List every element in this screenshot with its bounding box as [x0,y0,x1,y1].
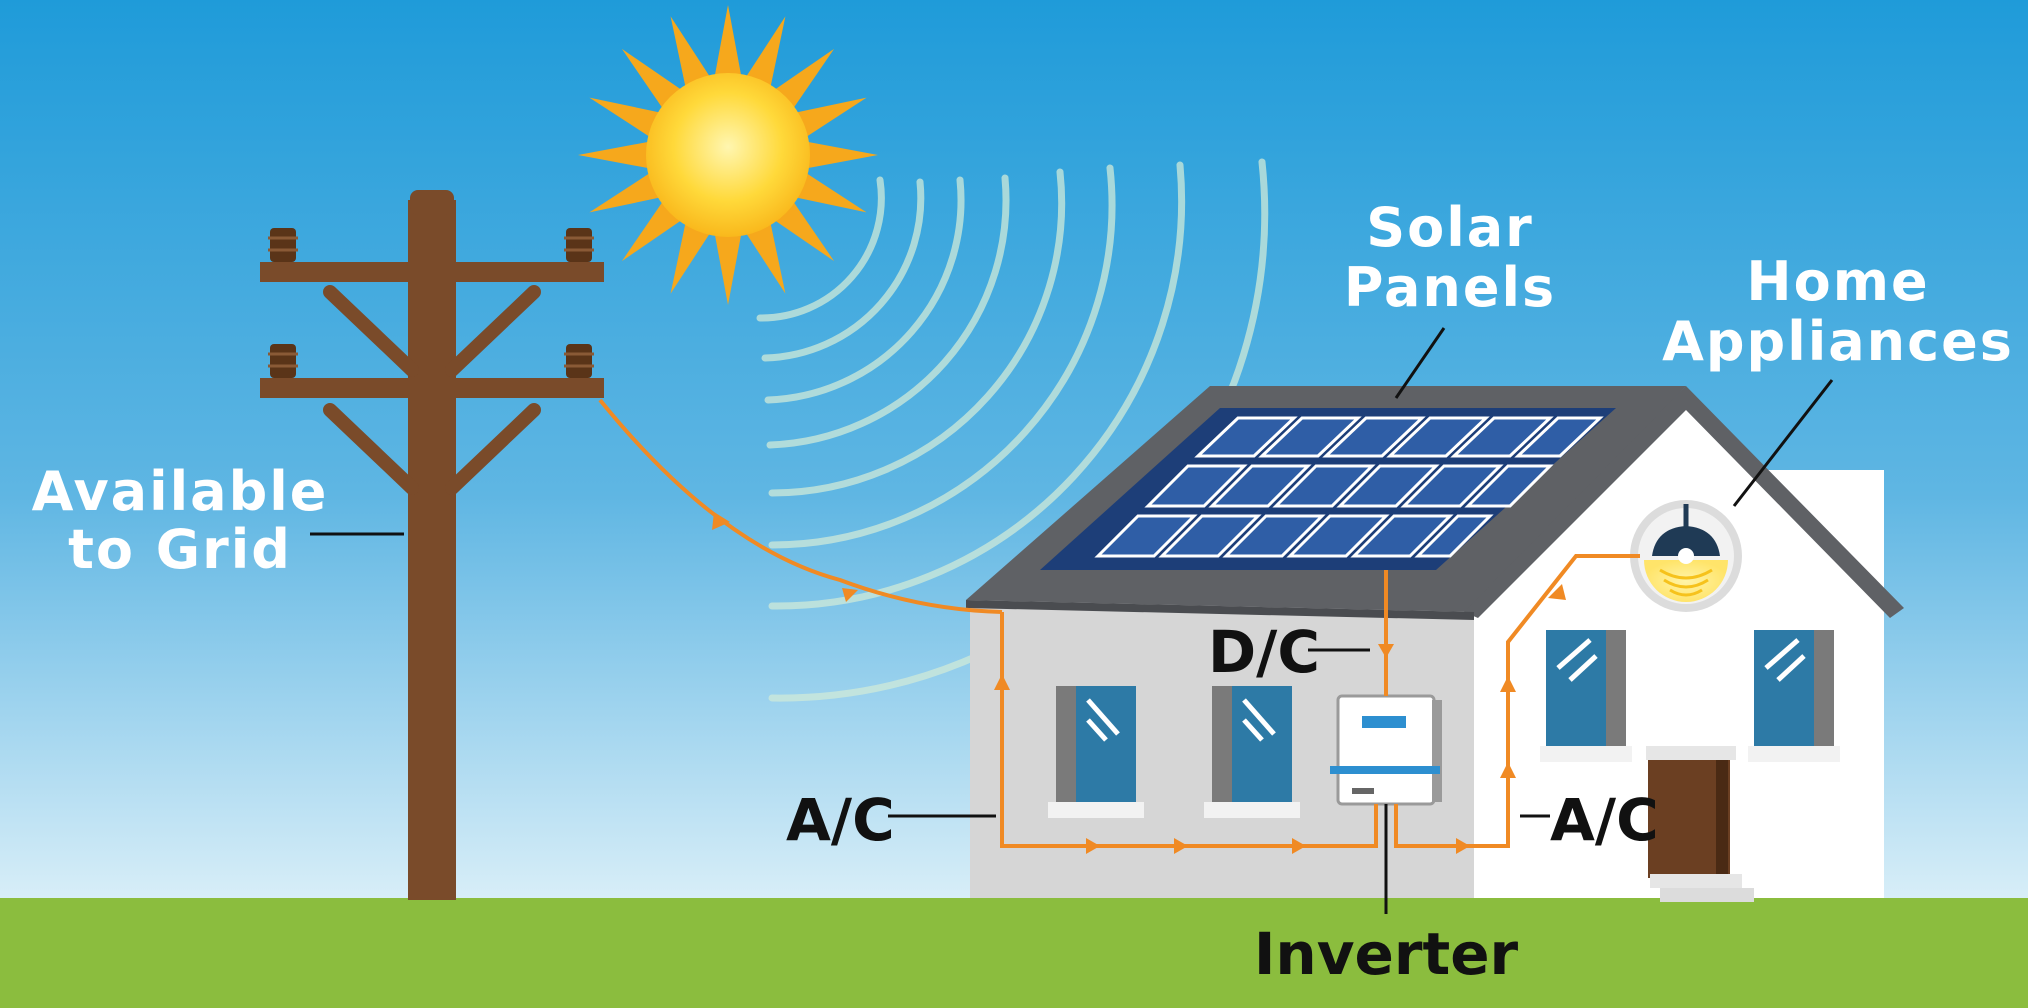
solar-panel-icon [1040,408,1616,570]
utility-pole-icon [260,190,604,900]
ac-left-label: A/C [786,786,895,854]
solar-label-line1: Solar [1366,196,1534,259]
ac-right-wire [1394,554,1640,848]
lamp-icon [1630,500,1742,612]
solar-label-line2: Panels [1344,256,1556,319]
ac-right-label: A/C [1550,786,1659,854]
inverter-icon [1330,694,1442,806]
window-right-1 [1540,630,1632,762]
home-label-line2: Appliances [1662,310,2014,373]
grid-wire [598,398,1003,614]
home-label-line1: Home [1746,250,1929,313]
leader-lines [310,327,1834,914]
window-left-2 [1204,686,1300,818]
ac-left-wire [1000,612,1378,848]
inverter-label: Inverter [1254,920,1519,988]
dc-label: D/C [1208,618,1320,686]
power-wires [598,398,1640,848]
door [1646,746,1754,902]
grid-label-line1: Available [32,460,329,523]
wire-arrows [712,512,1566,854]
window-left-1 [1048,686,1144,818]
sun-icon [578,5,878,305]
window-right-2 [1748,630,1840,762]
grass [0,898,2028,1008]
grid-label-line2: to Grid [68,518,292,581]
